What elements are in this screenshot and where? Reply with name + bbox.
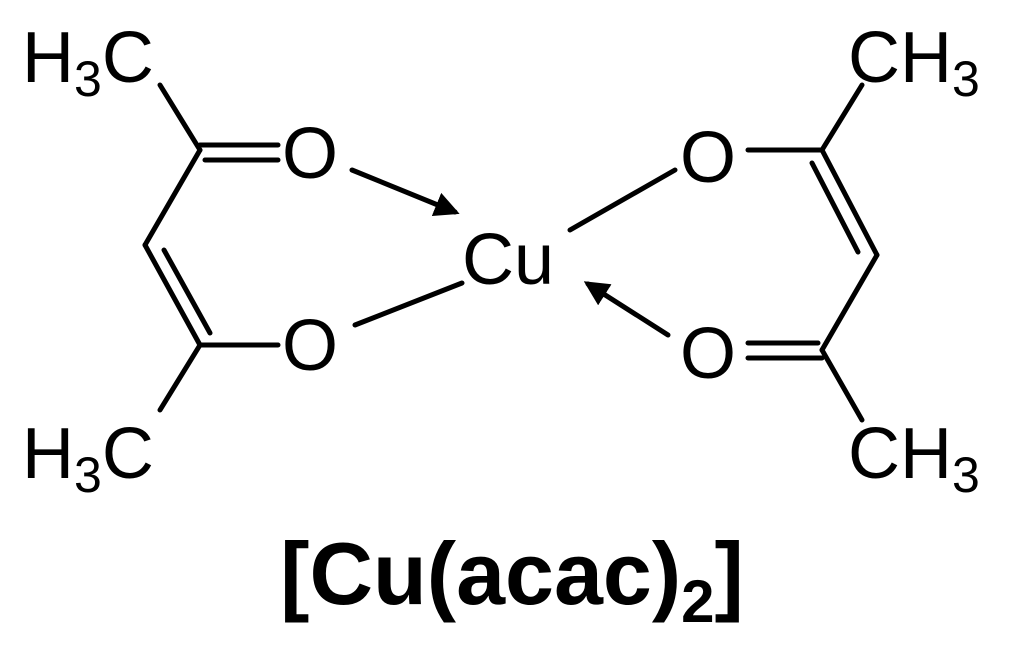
left-top-methyl-label: H3C: [22, 18, 154, 107]
bond-left-enolate-cu: [352, 280, 465, 328]
left-carbonyl-oxygen: O: [282, 114, 338, 194]
formula-prefix: Cu(acac): [309, 524, 682, 623]
bond-right-bottom-methyl: [819, 347, 865, 423]
bond-right-top-methyl: [819, 82, 865, 153]
bond-left-top-methyl: [157, 82, 203, 153]
right-carbonyl-oxygen: O: [680, 314, 736, 394]
left-ligand-bonds: [142, 82, 281, 413]
bond-left-ch-to-bottom-a: [142, 242, 203, 348]
right-bottom-methyl-label: CH3: [848, 414, 980, 503]
bond-left-ch-to-bottom-b: [161, 247, 213, 336]
left-enolate-oxygen: O: [282, 306, 338, 386]
right-ligand-bonds: [745, 82, 880, 423]
right-enolate-oxygen: O: [680, 118, 736, 198]
formula-close-bracket: ]: [714, 524, 744, 623]
bond-right-top-to-ch-b: [809, 160, 861, 255]
bond-right-enolate-cu: [567, 167, 678, 233]
copper-center-label: Cu: [462, 220, 554, 300]
formula-subscript: 2: [681, 568, 715, 635]
right-top-methyl-label: CH3: [848, 18, 980, 107]
dative-arrow-right: [583, 281, 671, 338]
bond-right-ch-to-bottom: [819, 252, 880, 353]
bond-left-bottom-methyl: [157, 342, 203, 413]
compound-formula: [Cu(acac)2]: [0, 530, 1024, 632]
left-bottom-methyl-label: H3C: [22, 414, 154, 503]
dative-arrow-left: [349, 167, 460, 217]
coordination-bonds: [349, 167, 678, 338]
formula-open-bracket: [: [280, 524, 310, 623]
bond-left-top-to-ch: [142, 147, 203, 248]
bond-right-top-to-ch-a: [819, 147, 880, 258]
